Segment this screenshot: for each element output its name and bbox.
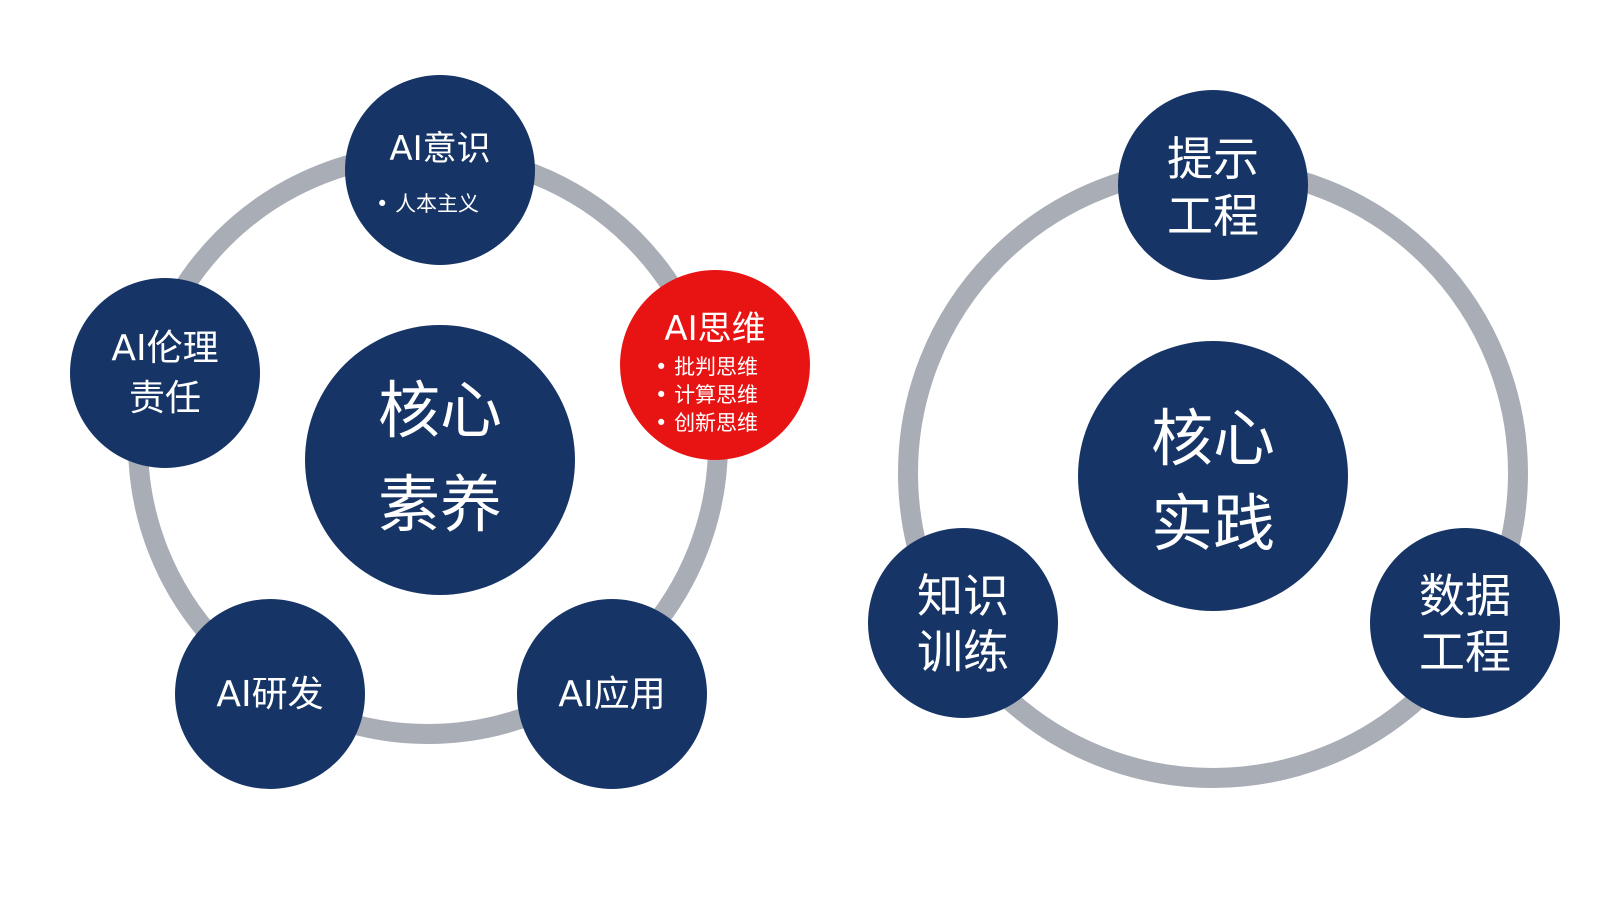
node-ai-rd: AI研发 [175,599,365,789]
node-ai-application: AI应用 [517,599,707,789]
node-ai-thinking: AI思维 • 批判思维 • 计算思维 • 创新思维 [620,270,810,460]
node-ai-thinking-circle [620,270,810,460]
node-data-engineering-circle [1370,528,1560,718]
node-ai-application-title: AI应用 [558,674,665,715]
left-center-line-2: 素养 [378,468,502,541]
node-knowledge-training: 知识 训练 [868,528,1058,718]
node-ai-ethics-line-2: 责任 [129,378,201,419]
node-knowledge-training-line-2: 训练 [917,625,1009,679]
left-diagram: 核心 素养 AI意识 • 人本主义 AI思维 • 批判思维 • 计算思维 • 创… [70,75,810,789]
right-center-line-1: 核心 [1151,402,1275,475]
node-ai-thinking-bullet-1: • 批判思维 [655,355,758,379]
node-ai-awareness: AI意识 • 人本主义 [345,75,535,265]
right-center-circle [1078,341,1348,611]
node-prompt-engineering: 提示 工程 [1118,90,1308,280]
node-knowledge-training-circle [868,528,1058,718]
node-ai-thinking-bullet-3: • 创新思维 [655,411,758,435]
node-ai-ethics: AI伦理 责任 [70,278,260,468]
node-ai-awareness-circle [345,75,535,265]
left-center-node: 核心 素养 [305,325,575,595]
node-data-engineering: 数据 工程 [1370,528,1560,718]
node-prompt-engineering-line-1: 提示 [1167,132,1259,186]
node-knowledge-training-line-1: 知识 [917,569,1009,623]
left-center-circle [305,325,575,595]
node-ai-rd-title: AI研发 [216,674,323,715]
right-center-line-2: 实践 [1151,487,1275,560]
node-ai-ethics-line-1: AI伦理 [111,328,218,369]
node-prompt-engineering-line-2: 工程 [1167,189,1259,243]
node-ai-awareness-bullet-1: • 人本主义 [376,192,479,216]
node-ai-thinking-bullet-2: • 计算思维 [655,383,758,407]
node-data-engineering-line-1: 数据 [1419,569,1511,623]
node-ai-rd-circle [175,599,365,789]
right-diagram: 核心 实践 提示 工程 数据 工程 知识 训练 [868,90,1560,788]
node-ai-ethics-circle [70,278,260,468]
node-ai-thinking-title: AI思维 [664,309,765,349]
node-ai-awareness-title: AI意识 [389,129,490,169]
node-prompt-engineering-circle [1118,90,1308,280]
right-center-node: 核心 实践 [1078,341,1348,611]
node-data-engineering-line-2: 工程 [1419,625,1511,679]
left-center-line-1: 核心 [378,374,502,447]
node-ai-application-circle [517,599,707,789]
